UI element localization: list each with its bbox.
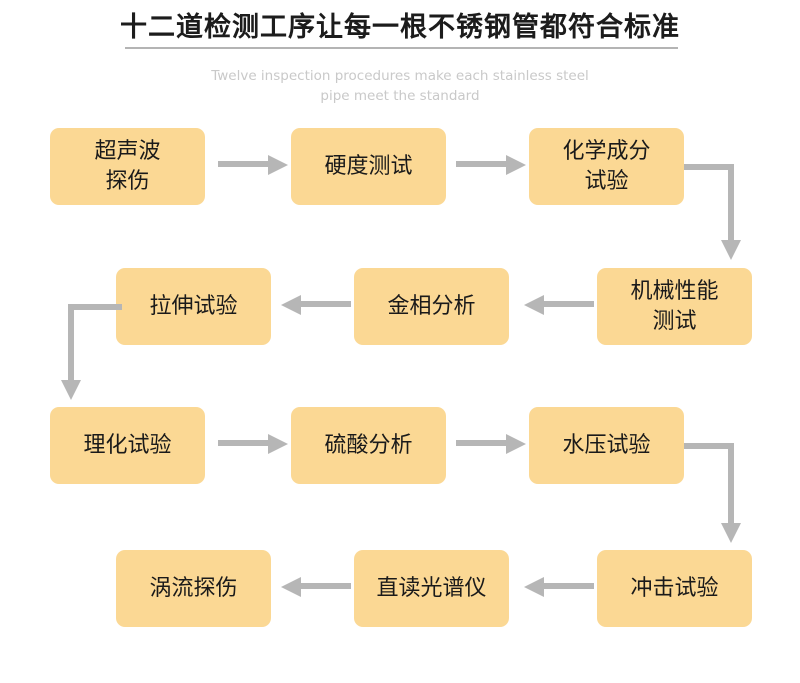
connector-step10-to-step11 — [519, 574, 594, 600]
page-header: 十二道检测工序让每一根不锈钢管都符合标准 — [0, 0, 800, 51]
flow-node-step-11[interactable]: 直读光谱仪 — [354, 550, 509, 627]
flow-node-step-2[interactable]: 硬度测试 — [291, 128, 446, 205]
connector-step9-to-step10 — [684, 429, 748, 549]
connector-step6-to-step7 — [60, 290, 122, 406]
connector-step3-to-step4 — [684, 150, 748, 266]
flow-node-step-10[interactable]: 冲击试验 — [597, 550, 752, 627]
connector-step8-to-step9 — [456, 431, 529, 457]
connector-step7-to-step8 — [218, 431, 291, 457]
flow-node-step-9[interactable]: 水压试验 — [529, 407, 684, 484]
title-divider — [125, 47, 678, 49]
flow-node-step-5[interactable]: 金相分析 — [354, 268, 509, 345]
flow-node-step-4[interactable]: 机械性能 测试 — [597, 268, 752, 345]
flow-node-step-12[interactable]: 涡流探伤 — [116, 550, 271, 627]
flow-node-step-1[interactable]: 超声波 探伤 — [50, 128, 205, 205]
connector-step1-to-step2 — [218, 152, 291, 178]
flow-node-step-8[interactable]: 硫酸分析 — [291, 407, 446, 484]
page-title: 十二道检测工序让每一根不锈钢管都符合标准 — [120, 12, 680, 43]
connector-step11-to-step12 — [276, 574, 351, 600]
page-subtitle: Twelve inspection procedures make each s… — [211, 68, 589, 104]
flow-node-step-3[interactable]: 化学成分 试验 — [529, 128, 684, 205]
flow-node-step-6[interactable]: 拉伸试验 — [116, 268, 271, 345]
connector-step5-to-step6 — [276, 292, 351, 318]
flow-node-step-7[interactable]: 理化试验 — [50, 407, 205, 484]
connector-step2-to-step3 — [456, 152, 529, 178]
connector-step4-to-step5 — [519, 292, 594, 318]
